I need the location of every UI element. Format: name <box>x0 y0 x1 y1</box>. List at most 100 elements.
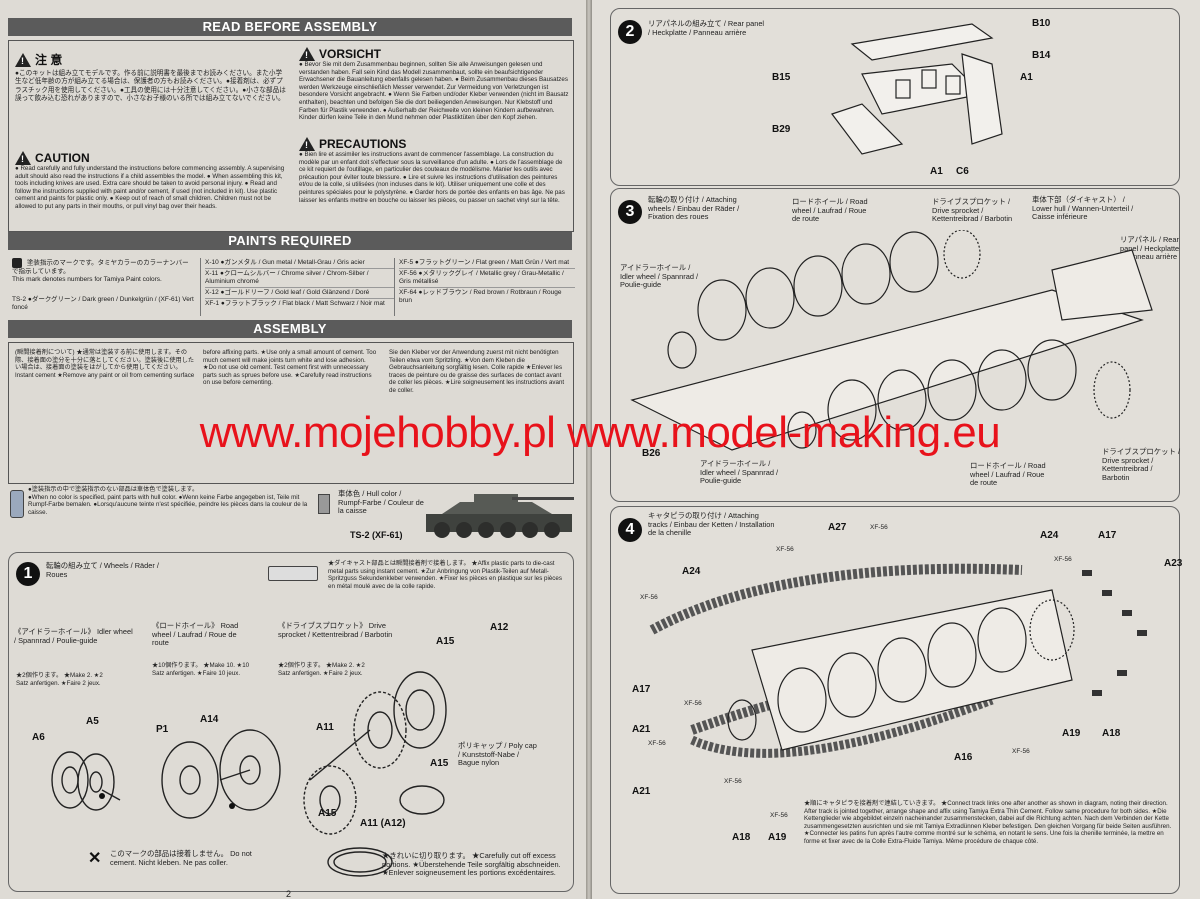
no-cement-note: このマークの部品は接着しません。 Do not cement. Nicht kl… <box>110 849 252 867</box>
step-1-number: 1 <box>16 562 40 586</box>
part-label: A15 <box>430 758 449 769</box>
hull-color-note: ●塗装指示の中で塗装指示のない部品は車体色で塗装します。 ●When no co… <box>10 486 310 518</box>
step-3-title: 転輪の取り付け / Attaching wheels / Einbau der … <box>648 195 740 222</box>
part-label: A23 <box>1164 558 1183 569</box>
vorsicht-warning: ! VORSICHT ● Bevor Sie mit dem Zusammenba… <box>299 47 569 122</box>
road-make-10: ★10個作ります。 ★Make 10. ★10 Satz anfertigen.… <box>152 662 250 677</box>
part-label: A17 <box>1098 530 1117 541</box>
page-spine <box>586 0 592 899</box>
part-label: B14 <box>1032 50 1051 61</box>
left-page: READ BEFORE ASSEMBLY !注 意 ●このキットは組み立てモデル… <box>0 0 586 899</box>
hull-note: ●When no color is specified, paint parts… <box>28 493 308 516</box>
part-label: A11 (A12) <box>360 818 406 829</box>
hull-color-label: 車体色 / Hull color / Rumpf-Farbe / Couleur… <box>338 489 424 516</box>
part-label: A15 <box>436 636 455 647</box>
warning-icon: ! <box>299 137 315 151</box>
part-label: A16 <box>954 752 973 763</box>
step-3-lower-hull-label: 車体下部（ダイキャスト） / Lower hull / Wannen-Unter… <box>1032 195 1134 222</box>
step-3-number: 3 <box>618 200 642 224</box>
idler-make-2: ★2個作ります。 ★Make 2. ★2 Satz anfertigen. ★F… <box>16 672 103 687</box>
paints-column-2: X-10 ●ガンメタル / Gun metal / Metall-Grau / … <box>200 258 395 316</box>
paint-row: X-11 ●クロームシルバー / Chrome silver / Chrom-S… <box>205 269 395 288</box>
step-2-diagram <box>831 23 1003 155</box>
cement-note-col3: Sie den Kleber vor der Anwendung zuerst … <box>389 349 565 394</box>
warning-icon: ! <box>15 151 31 165</box>
watermark: www.mojehobby.pl www.model-making.eu <box>199 408 1001 457</box>
paint-ts2: TS-2 ●ダークグリーン / Dark green / Dunkelgrün … <box>12 296 194 311</box>
warnings-box: ! 注 意 ●このキットは組み立てモデルです。作る前に説明書を最後までお読みくださ… <box>8 40 574 232</box>
part-label: A21 <box>632 724 651 735</box>
part-label: P1 <box>156 724 169 735</box>
part-label: A15 <box>318 808 337 819</box>
part-label: A5 <box>86 716 99 727</box>
step-3-idler-label: アイドラーホイール / Idler wheel / Spannrad / Pou… <box>620 263 699 290</box>
part-label: A24 <box>682 566 701 577</box>
step-3-drive-sprocket-label: ドライブスプロケット / Drive sprocket / Kettentrei… <box>932 197 1013 224</box>
step-3-part-b26: B26 <box>642 448 661 459</box>
cement-note-col1: (瞬間接着剤について) ★通常は塗装する前に使用します。その際、接着面の塗分を十… <box>15 349 195 379</box>
step-2-title: リアパネルの組み立て / Rear panel / Heckplatte / P… <box>648 19 765 37</box>
vorsicht-text: ● Bevor Sie mit dem Zusammenbau beginnen… <box>299 61 569 122</box>
paint-row: X-10 ●ガンメタル / Gun metal / Metall-Grau / … <box>205 258 395 269</box>
part-label: A18 <box>732 832 751 843</box>
step-2-frame <box>610 8 1180 186</box>
polycap-label: ポリキャップ / Poly cap / Kunststoff-Nabe / Ba… <box>458 741 537 768</box>
step-3-road-wheel-label-2: ロードホイール / Road wheel / Laufrad / Roue de… <box>970 461 1046 488</box>
hull-note-jp: ●塗装指示の中で塗装指示のない部品は車体色で塗装します。 <box>28 486 199 493</box>
warning-icon: ! <box>299 47 315 61</box>
part-label: B15 <box>772 72 791 83</box>
paint-label-xf56: XF-56 <box>1054 556 1072 563</box>
step-3-rear-panel-label: リアパネル / Rear panel / Heckplatte / Pannea… <box>1120 235 1180 262</box>
paint-label-xf56: XF-56 <box>870 524 888 531</box>
part-label: C6 <box>956 166 969 177</box>
paint-jar-icon <box>10 490 24 518</box>
paint-jar-hull-icon <box>318 494 330 514</box>
precautions-title: PRECAUTIONS <box>319 137 407 151</box>
part-label: A27 <box>828 522 847 533</box>
step-3-drive-sprocket-label-2: ドライブスプロケット / Drive sprocket / Kettentrei… <box>1102 447 1181 482</box>
step-4-frame <box>610 506 1180 894</box>
part-label: A18 <box>1102 728 1121 739</box>
no-cement-icon: ✕ <box>88 850 102 867</box>
paint-label-xf56: XF-56 <box>684 700 702 707</box>
step-4-note: ★順にキャタピラを接着剤で連結していきます。 ★Connect track li… <box>804 800 1172 845</box>
part-label: A12 <box>490 622 509 633</box>
paints-note-en: This mark denotes numbers for Tamiya Pai… <box>12 276 162 283</box>
drive-sprocket-label: 《ドライブスプロケット》 Drive sprocket / Kettentrei… <box>278 621 393 639</box>
step-3-frame <box>610 188 1180 502</box>
part-label: A17 <box>632 684 651 695</box>
paint-label-xf56: XF-56 <box>648 740 666 747</box>
part-label: A19 <box>1062 728 1081 739</box>
step-4-diagram <box>649 563 1147 758</box>
paint-label-xf56: XF-56 <box>770 812 788 819</box>
paint-row: XF-56 ●メタリックグレイ / Metallic grey / Grau-M… <box>399 269 575 288</box>
part-label: A14 <box>200 714 219 725</box>
step-1-title: 転輪の組み立て / Wheels / Räder / Roues <box>46 561 159 579</box>
step-1-diagram <box>51 671 447 877</box>
drive-make-2: ★2個作ります。 ★Make 2. ★2 Satz anfertigen. ★F… <box>278 662 365 677</box>
part-label: A6 <box>32 732 45 743</box>
warning-icon: ! <box>15 52 31 67</box>
caution-title: CAUTION <box>35 151 90 165</box>
precautions-warning: !PRECAUTIONS ● Bien lire et assimiler le… <box>299 137 569 204</box>
japanese-warning-text: ●このキットは組み立てモデルです。作る前に説明書を最後までお読みください。また小… <box>15 70 286 102</box>
vorsicht-title: VORSICHT <box>319 47 382 61</box>
step-1-frame <box>8 552 574 892</box>
instant-cement-icon <box>268 566 318 581</box>
caution-warning: !CAUTION ● Read carefully and fully unde… <box>15 151 287 211</box>
road-wheel-label: 《ロードホイール》 Road wheel / Laufrad / Roue de… <box>152 621 239 648</box>
part-label: A24 <box>1040 530 1059 541</box>
step-4-number: 4 <box>618 518 642 542</box>
paints-header: PAINTS REQUIRED <box>8 232 572 250</box>
part-label: A21 <box>632 786 651 797</box>
part-label: B10 <box>1032 18 1051 29</box>
part-label: A1 <box>930 166 943 177</box>
part-label: A11 <box>316 722 334 733</box>
paints-table: 塗装指示のマークです。タミヤカラーのカラーナンバーで指示しています。 This … <box>8 258 575 316</box>
step-3-idler-label-2: アイドラーホイール / Idler wheel / Spannrad / Pou… <box>700 459 779 486</box>
paints-note-jp: 塗装指示のマークです。タミヤカラーのカラーナンバーで指示しています。 <box>12 259 189 275</box>
step-2-number: 2 <box>618 20 642 44</box>
step-1-cement-note: ★ダイキャスト部品とは瞬間接着剤で接着します。 ★Affix plastic p… <box>328 560 562 590</box>
japanese-warning-title: 注 意 <box>35 53 63 67</box>
paint-label-xf56: XF-56 <box>776 546 794 553</box>
